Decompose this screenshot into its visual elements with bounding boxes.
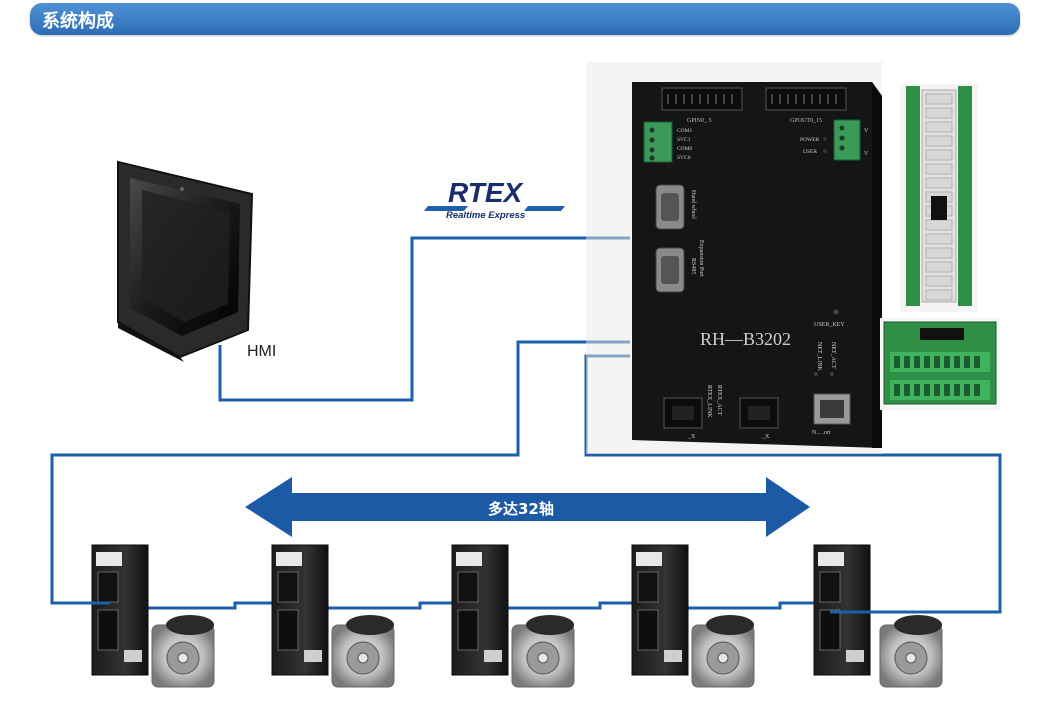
axes-banner-label: 多达32轴 [488,500,554,518]
servo-unit-3 [451,544,575,688]
com-terminal-block [643,121,673,163]
servo-drive [813,544,871,676]
handwheel-label: Hand wheel [690,190,696,219]
power-led-label: POWER [800,137,820,143]
servo-motor [331,615,395,688]
rtex-link-label: RTEX_LINK [706,385,712,418]
servo-motor [511,615,575,688]
net-act-label: NET_ACT [830,342,836,369]
user-led [823,149,827,153]
com1-label: COM1 [677,128,693,134]
section-header: 系统构成 [30,3,1020,35]
cable-drive-links [52,601,1000,614]
cable-hmi-to-controller [218,236,630,402]
v-label-2: V [864,151,869,157]
power-led [823,137,827,141]
hmi-touchscreen [117,160,254,362]
com0-label: COM0 [677,146,693,152]
servo-drive [451,544,509,676]
svc0-label: SVC0 [677,155,691,161]
gpout-connector [765,87,847,111]
servo-unit-1 [91,544,215,688]
svc1-label: SVC1 [677,137,691,143]
axes-banner-arrow [245,477,810,537]
gpin-connector [661,87,743,111]
rtex-logo: RTEX Realtime Express [424,177,565,221]
servo-motor [691,615,755,688]
io-relay-board [900,84,978,312]
controller-board: GPIN0_ 5 GPOUT0_15 COM1 SVC1 COM0 SVC0 P… [586,62,882,454]
port-tx-label: _X [687,434,696,440]
rtex-logo-tagline: Realtime Express [446,210,525,221]
servo-motor [151,615,215,688]
net-port-label: N... .ort [812,430,831,436]
power-terminal-block [833,119,861,161]
controller-model: RH—B3202 [700,329,791,349]
servo-unit-2 [271,544,395,688]
servo-drive [631,544,689,676]
io-terminal-board [880,318,1000,410]
user-key-button [833,309,839,315]
port-rx-label: _X [761,434,770,440]
user-led-label: USER [803,149,817,155]
gpout-label: GPOUT0_15 [790,118,822,124]
hmi-label: HMI [247,343,276,360]
gpin-label: GPIN0_ 5 [687,118,712,124]
v-label-1: V [864,128,869,134]
rtex-act-label: RTEX_ACT [716,385,722,416]
servo-unit-4 [631,544,755,688]
servo-motor [879,615,943,688]
rs485-label: RS485 [690,258,696,274]
net-link-label: NET_LINK [816,342,822,372]
servo-drive [91,544,149,676]
section-title: 系统构成 [42,11,114,32]
servo-drive [271,544,329,676]
user-key-label: USER_KEY [814,322,845,328]
rtex-logo-name: RTEX [448,177,524,208]
expansion-label: Expansion Port [698,240,704,277]
servo-unit-5 [813,544,943,688]
